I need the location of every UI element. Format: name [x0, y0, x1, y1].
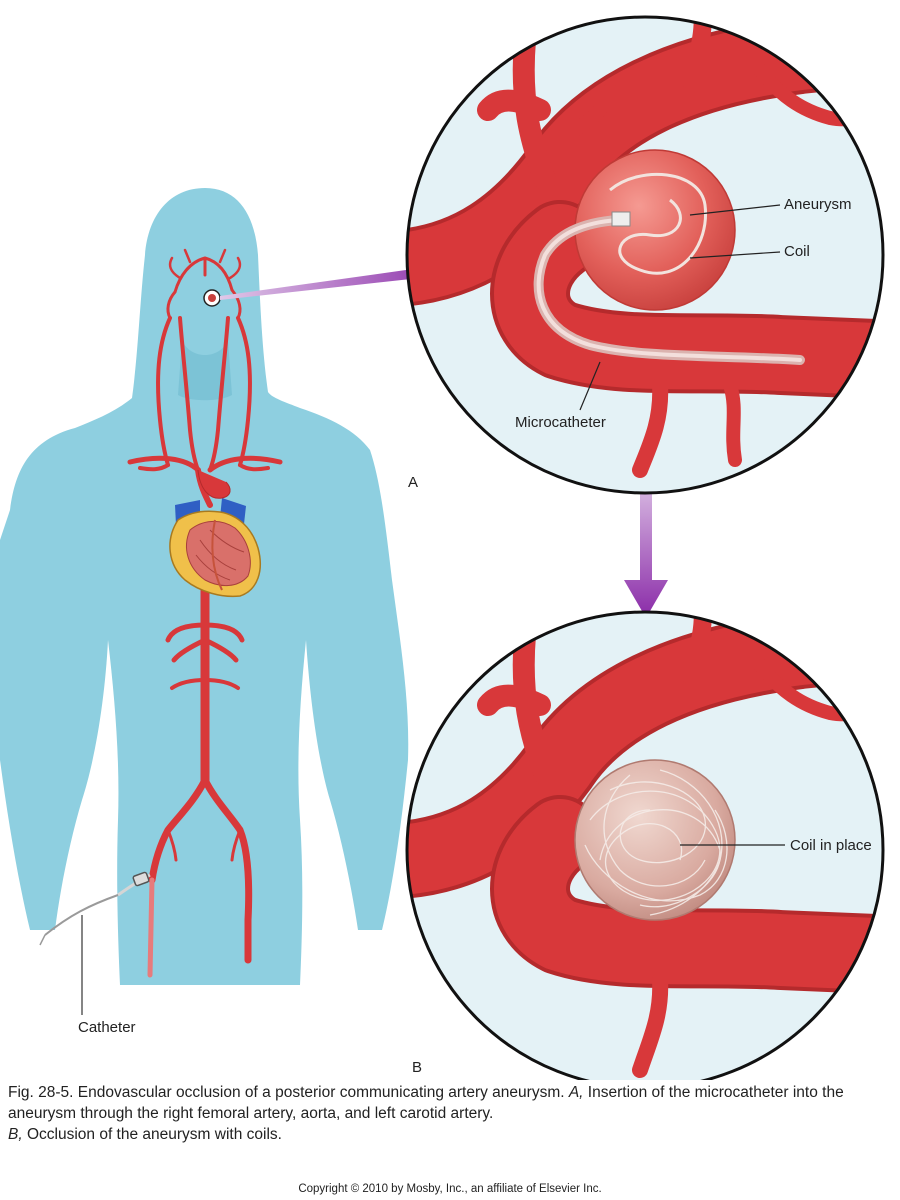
- copyright-notice: Copyright © 2010 by Mosby, Inc., an affi…: [298, 1183, 602, 1195]
- panel-b-magnified: [405, 610, 885, 1080]
- caption-lead: Fig. 28-5. Endovascular occlusion of a p…: [8, 1084, 569, 1101]
- panel-a-annotations: [579, 204, 781, 411]
- figure-caption: Fig. 28-5. Endovascular occlusion of a p…: [8, 1082, 893, 1145]
- caption-b-text: Occlusion of the aneurysm with coils.: [22, 1126, 282, 1143]
- heart: [169, 469, 261, 598]
- label-panel-b: B: [412, 1059, 422, 1076]
- label-catheter: Catheter: [78, 1019, 136, 1036]
- caption-b-letter: B,: [8, 1126, 23, 1143]
- label-panel-a: A: [408, 474, 418, 491]
- label-coil-in-place: Coil in place: [790, 837, 872, 854]
- arrow-to-panel-b: [624, 470, 668, 618]
- caption-a-letter: A,: [568, 1084, 584, 1101]
- body-catheter: [39, 871, 151, 1015]
- label-coil: Coil: [784, 243, 810, 260]
- label-microcatheter: Microcatheter: [515, 414, 606, 431]
- caption-a-text: Insertion of the microcatheter into the …: [8, 1084, 844, 1122]
- label-aneurysm: Aneurysm: [784, 196, 852, 213]
- body-arterial-tree: [127, 248, 283, 978]
- panel-a-magnified: [405, 15, 885, 495]
- aneurysm-illustration: Aneurysm Coil Microcatheter A Coil in: [0, 15, 885, 1080]
